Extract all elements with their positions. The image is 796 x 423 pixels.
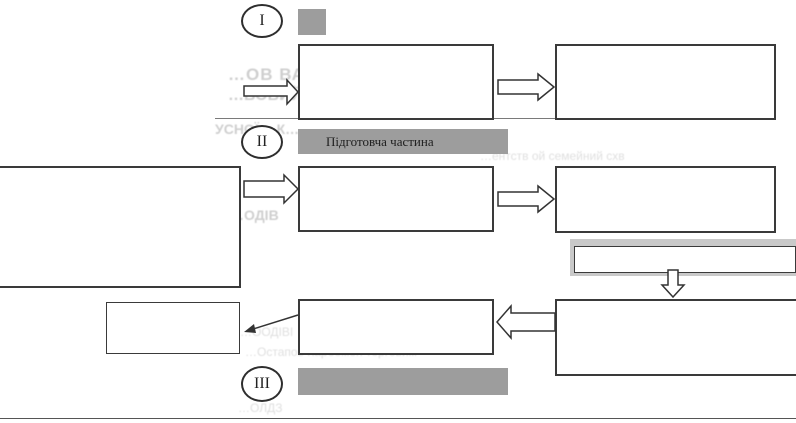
arrow-right-4 bbox=[497, 184, 556, 214]
bleed-text-5: …ОДІВ bbox=[230, 207, 279, 223]
stage-marker-2: II bbox=[241, 125, 283, 159]
bleed-text-4: …ентств ой семейний схв bbox=[480, 149, 625, 163]
stage3-left-box bbox=[106, 302, 240, 354]
arrow-left-1 bbox=[496, 304, 556, 340]
stage2-box5 bbox=[298, 299, 494, 355]
stage2-box3 bbox=[574, 246, 796, 273]
stage-marker-3: III bbox=[241, 366, 283, 402]
arrow-thin-head bbox=[244, 324, 256, 333]
arrow-down-1 bbox=[660, 269, 686, 299]
stage1-box2 bbox=[555, 44, 776, 120]
stage-numeral-3: III bbox=[254, 375, 270, 392]
arrow-thin-line bbox=[249, 314, 299, 331]
stage-marker-1: I bbox=[241, 4, 283, 38]
stage1-box1 bbox=[298, 44, 494, 120]
stage2-box1 bbox=[298, 166, 494, 232]
stage2-box2 bbox=[555, 166, 776, 233]
stage-band-2: Підготовча частина bbox=[298, 129, 508, 154]
stage2-left-box bbox=[0, 166, 241, 288]
stage-numeral-2: II bbox=[256, 133, 268, 150]
stage2-box4 bbox=[555, 299, 796, 376]
arrow-right-2 bbox=[243, 78, 300, 106]
stage-numeral-1: I bbox=[259, 12, 265, 29]
arrow-right-1 bbox=[243, 173, 300, 205]
arrow-right-3 bbox=[497, 72, 556, 102]
bleed-text-8: …ОЛДЗ bbox=[238, 401, 283, 415]
stage-band-1 bbox=[298, 9, 326, 35]
divider-line-bottom bbox=[0, 418, 796, 420]
stage-band-3 bbox=[298, 368, 508, 395]
stage-label-2: Підготовча частина bbox=[326, 134, 434, 149]
